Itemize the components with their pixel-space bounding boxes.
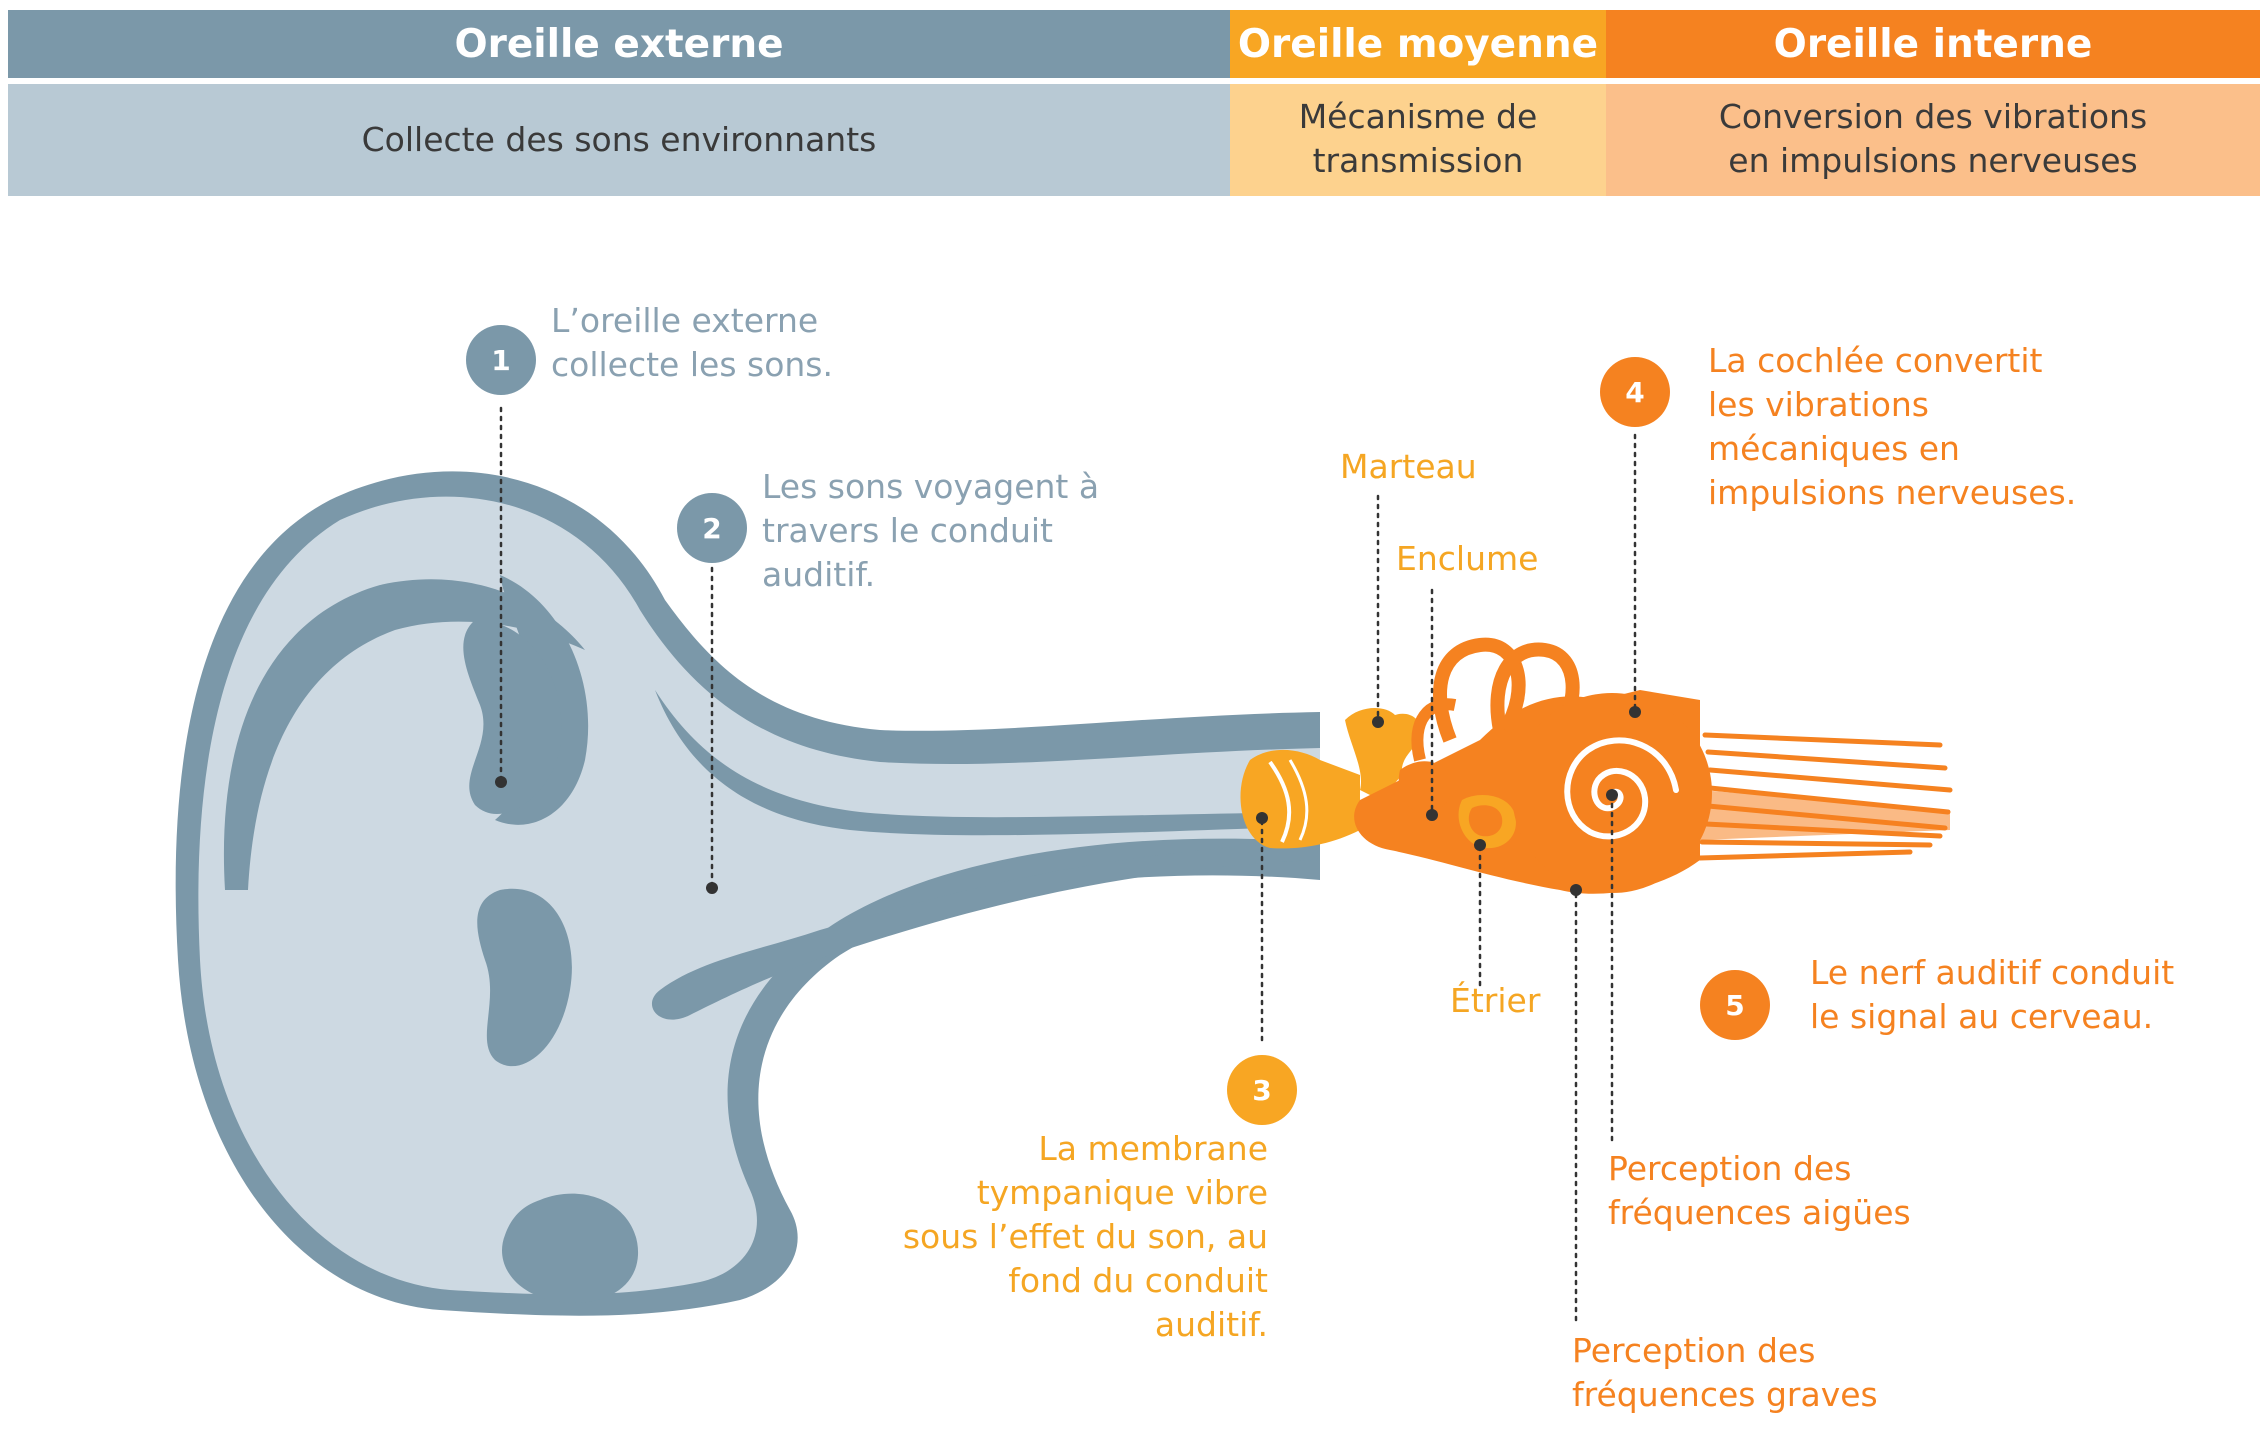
step-1-number: 1 — [491, 344, 510, 377]
label-aigues-line-1: Perception des — [1608, 1149, 1851, 1188]
semicircular-canal-1 — [1433, 637, 1526, 743]
step-3-line-4: fond du conduit — [1008, 1261, 1268, 1300]
leader-step-4-dot — [1629, 706, 1641, 718]
header-middle-ear: Oreille moyenne Mécanisme de transmissio… — [1230, 10, 1606, 196]
semicircular-canal-3 — [1411, 698, 1457, 762]
eardrum-rim-2 — [1288, 759, 1309, 841]
etrier-bone-inner — [1468, 805, 1503, 837]
header-outer-ear: Oreille externe Collecte des sons enviro… — [8, 10, 1230, 196]
step-3-line-3: sous l’effet du son, au — [903, 1217, 1268, 1256]
eardrum-rim — [1268, 760, 1292, 843]
step-4-badge — [1600, 357, 1670, 427]
header-inner-ear: Oreille interne Conversion des vibration… — [1606, 10, 2260, 196]
header-inner-desc-line-1: Conversion des vibrations — [1719, 97, 2147, 136]
eardrum — [1240, 749, 1360, 849]
header-middle-title-band — [1230, 10, 1606, 78]
step-4: 4 La cochlée convertit les vibrations mé… — [1600, 341, 2076, 512]
label-enclume: Enclume — [1396, 539, 1538, 578]
leader-marteau-dot — [1372, 716, 1384, 728]
step-4-line-2: les vibrations — [1708, 385, 1929, 424]
leader-enclume-dot — [1426, 809, 1438, 821]
step-3-line-2: tympanique vibre — [977, 1173, 1268, 1212]
leader-step-2-dot — [706, 882, 718, 894]
step-4-line-3: mécaniques en — [1708, 429, 1960, 468]
step-1-line-1: L’oreille externe — [551, 301, 818, 340]
leader-graves-dot — [1570, 884, 1582, 896]
leader-step-1-dot — [495, 776, 507, 788]
step-4-line-1: La cochlée convertit — [1708, 341, 2043, 380]
step-1-badge — [466, 325, 536, 395]
label-marteau: Marteau — [1340, 447, 1477, 486]
header-inner-title: Oreille interne — [1774, 22, 2093, 67]
marteau-bone — [1345, 708, 1421, 800]
header-middle-title: Oreille moyenne — [1238, 22, 1598, 67]
step-2-line-1: Les sons voyagent à — [762, 467, 1099, 506]
label-graves-line-1: Perception des — [1572, 1331, 1815, 1370]
middle-ear-illustration — [1240, 708, 1421, 849]
header-outer-title-band — [8, 10, 1230, 78]
step-2-number: 2 — [702, 512, 721, 545]
header-outer-title: Oreille externe — [454, 22, 783, 67]
earlobe — [502, 1193, 639, 1303]
label-graves-line-2: fréquences graves — [1572, 1375, 1878, 1414]
inner-ear-illustration — [1354, 637, 1953, 894]
step-4-number: 4 — [1625, 376, 1644, 409]
header-inner-title-band — [1606, 10, 2260, 78]
leader-etrier-dot — [1474, 839, 1486, 851]
leader-step-3-dot — [1256, 812, 1268, 824]
step-2-badge — [677, 493, 747, 563]
header-outer-desc-band — [8, 84, 1230, 196]
outer-ear-illustration — [175, 471, 1321, 1316]
header-inner-desc-band — [1606, 84, 2260, 196]
step-2-line-3: auditif. — [762, 555, 875, 594]
leader-lines — [495, 406, 1641, 1322]
label-aigues-line-2: fréquences aigües — [1608, 1193, 1911, 1232]
step-1-line-2: collecte les sons. — [551, 345, 833, 384]
header-outer-desc: Collecte des sons environnants — [362, 120, 877, 159]
step-2: 2 Les sons voyagent à travers le conduit… — [677, 467, 1099, 594]
step-3-number: 3 — [1252, 1074, 1271, 1107]
step-3-badge — [1227, 1055, 1297, 1125]
header-middle-desc-line-1: Mécanisme de — [1299, 97, 1538, 136]
label-etrier: Étrier — [1450, 980, 1541, 1020]
helix-fold — [223, 579, 585, 890]
header-middle-desc-band — [1230, 84, 1606, 196]
header-inner-desc-line-2: en impulsions nerveuses — [1728, 141, 2137, 180]
step-5-line-1: Le nerf auditif conduit — [1810, 953, 2174, 992]
step-3: 3 La membrane tympanique vibre sous l’ef… — [903, 1055, 1297, 1344]
step-4-line-4: impulsions nerveuses. — [1708, 473, 2076, 512]
tragus — [477, 888, 572, 1067]
step-2-line-2: travers le conduit — [762, 511, 1053, 550]
step-1: 1 L’oreille externe collecte les sons. — [466, 301, 833, 395]
auditory-nerve-bundle — [1700, 790, 1950, 840]
step-5-number: 5 — [1725, 989, 1744, 1022]
ear-canal-stripe — [651, 842, 1320, 1020]
step-5: 5 Le nerf auditif conduit le signal au c… — [1700, 953, 2174, 1040]
step-3-line-5: auditif. — [1155, 1305, 1268, 1344]
concha — [463, 620, 562, 814]
step-3-line-1: La membrane — [1038, 1129, 1268, 1168]
header-middle-desc-line-2: transmission — [1313, 141, 1524, 180]
step-5-badge — [1700, 970, 1770, 1040]
leader-aigues-dot — [1606, 789, 1618, 801]
step-5-line-2: le signal au cerveau. — [1810, 997, 2153, 1036]
enclume-bone — [1398, 761, 1451, 813]
